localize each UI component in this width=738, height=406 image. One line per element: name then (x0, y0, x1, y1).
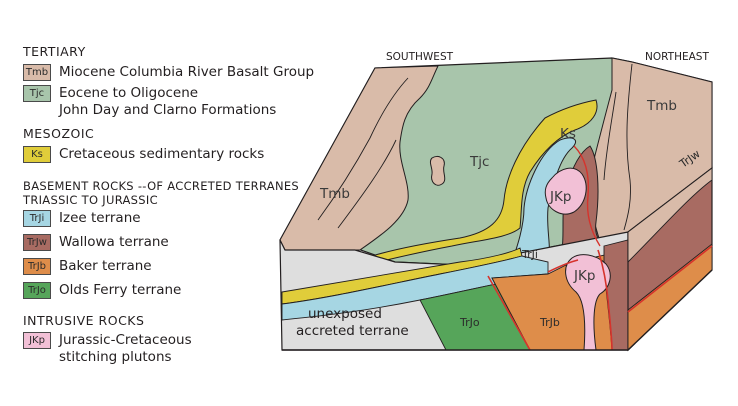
block-bottom-edge (282, 269, 713, 351)
fault-front-3 (597, 249, 613, 351)
label-trjb: TrJb (539, 316, 560, 329)
fault-side (627, 245, 713, 313)
legend-swatch-trji: TrJi (23, 210, 51, 227)
tmb-right-ridge-2 (603, 91, 617, 181)
tmb-left-ridge (317, 77, 409, 221)
legend-heading-intrusive: INTRUSIVE ROCKS (23, 313, 145, 328)
legend-desc-trjb: Baker terrane (59, 258, 152, 275)
legend-swatch-trjb: TrJb (23, 258, 51, 275)
legend-item-tjc: Tjc Eocene to Oligocene John Day and Cla… (23, 85, 276, 119)
unit-jkp-upper (544, 167, 587, 215)
legend-desc-tmb: Miocene Columbia River Basalt Group (59, 64, 314, 81)
legend-item-trjw: TrJw Wallowa terrane (23, 234, 169, 253)
legend-desc-trji-line1: Izee terrane (59, 210, 141, 226)
label-tmb-right: Tmb (646, 98, 677, 114)
legend-swatch-tmb: Tmb (23, 64, 51, 81)
legend-desc-trji: Izee terrane (59, 210, 141, 227)
legend-desc-trjo-line1: Olds Ferry terrane (59, 282, 182, 298)
label-unexposed-line1: unexposed (308, 306, 382, 322)
legend-heading-basement: BASEMENT ROCKS --OF ACCRETED TERRANES (23, 179, 300, 193)
legend-subheading-triassic-jurassic: TRIASSIC TO JURASSIC (23, 193, 158, 207)
legend-swatch-trjo: TrJo (23, 282, 51, 299)
legend-desc-tmb-line1: Miocene Columbia River Basalt Group (59, 64, 315, 80)
legend: TERTIARY Tmb Miocene Columbia River Basa… (0, 0, 320, 406)
legend-desc-tjc: Eocene to Oligocene John Day and Clarno … (59, 85, 276, 119)
legend-item-tmb: Tmb Miocene Columbia River Basalt Group (23, 64, 314, 83)
legend-desc-trjb-line1: Baker terrane (59, 258, 152, 274)
legend-desc-tjc-line1: Eocene to Oligocene (59, 85, 199, 101)
fault-front-2 (547, 259, 579, 273)
legend-desc-trjo: Olds Ferry terrane (59, 282, 181, 299)
legend-desc-ks-line1: Cretaceous sedimentary rocks (59, 146, 265, 162)
unit-jkp-lower (565, 254, 611, 351)
label-tmb-left: Tmb (319, 186, 350, 202)
unit-tmb-outlier (429, 155, 446, 186)
fault-top-1 (573, 145, 601, 247)
unit-ks (371, 99, 598, 263)
label-ks: Ks (560, 126, 576, 142)
legend-swatch-ks: Ks (23, 146, 51, 163)
label-trji: TrJi (521, 248, 538, 261)
legend-item-trjo: TrJo Olds Ferry terrane (23, 282, 181, 301)
legend-swatch-jkp: JKp (23, 332, 51, 349)
legend-desc-trjw-line1: Wallowa terrane (59, 234, 169, 250)
legend-swatch-tjc: Tjc (23, 85, 51, 102)
legend-desc-tjc-line2: John Day and Clarno Formations (59, 102, 277, 118)
legend-heading-mesozoic: MESOZOIC (23, 126, 95, 141)
legend-item-trjb: TrJb Baker terrane (23, 258, 152, 277)
legend-heading-tertiary: TERTIARY (23, 44, 86, 59)
legend-item-ks: Ks Cretaceous sedimentary rocks (23, 146, 264, 165)
compass-southwest: SOUTHWEST (386, 51, 454, 63)
label-trjo: TrJo (459, 316, 480, 329)
label-tjc: Tjc (469, 154, 489, 170)
legend-desc-jkp: Jurassic-Cretaceous stitching plutons (59, 332, 192, 366)
legend-item-trji: TrJi Izee terrane (23, 210, 141, 229)
fault-front-1 (487, 275, 531, 351)
legend-desc-jkp-line2: stitching plutons (59, 349, 172, 365)
tmb-left-ridge-2 (337, 139, 397, 229)
tmb-right-ridge (623, 63, 633, 231)
legend-item-jkp: JKp Jurassic-Cretaceous stitching pluton… (23, 332, 192, 366)
legend-desc-trjw: Wallowa terrane (59, 234, 169, 251)
face-side-tmb (627, 167, 713, 264)
label-jkp-lower: JKp (573, 268, 595, 284)
compass-northeast: NORTHEAST (645, 51, 709, 63)
label-unexposed-line2: accreted terrane (296, 323, 409, 339)
unit-trji (509, 137, 576, 269)
legend-desc-ks: Cretaceous sedimentary rocks (59, 146, 264, 163)
label-jkp-upper: JKp (549, 189, 571, 205)
legend-swatch-trjw: TrJw (23, 234, 51, 251)
legend-desc-jkp-line1: Jurassic-Cretaceous (59, 332, 192, 348)
